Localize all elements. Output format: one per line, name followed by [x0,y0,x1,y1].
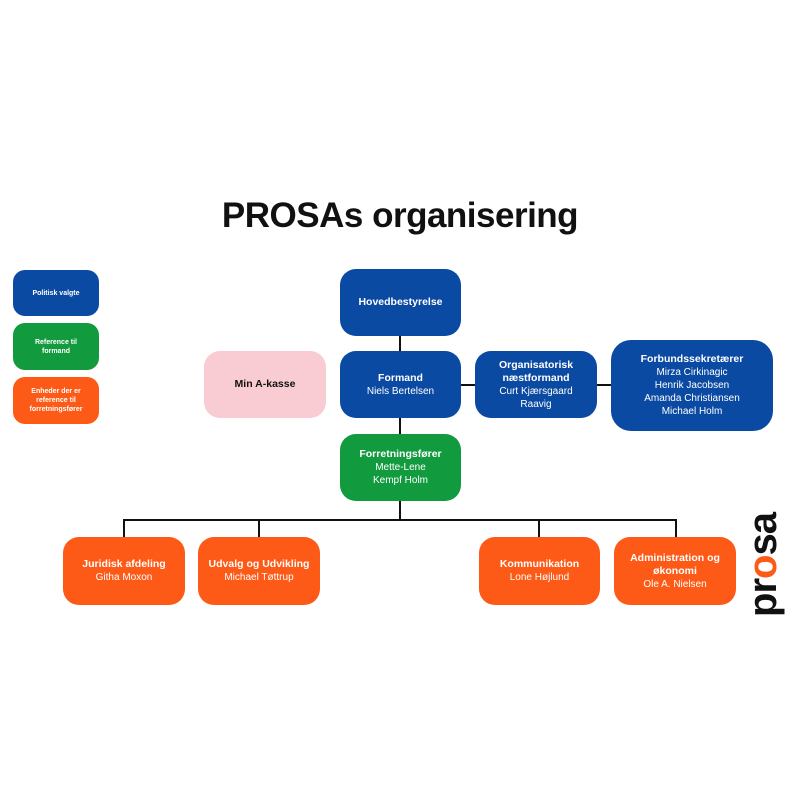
connector-horizontal-bus [123,519,677,521]
node-name: Administration og økonomi [630,551,720,577]
connector-formand-naestformand [460,384,476,386]
node-person: Githa Moxon [95,572,153,583]
node-person: Lone Højlund [509,572,570,583]
node-administration-og-okonomi: Administration og økonomi Ole A. Nielsen [614,537,736,605]
legend-politisk-valgte: Politisk valgte [13,270,99,316]
node-formand: Formand Niels Bertelsen [340,351,461,418]
node-naestformand: Organisatorisk næstformand Curt Kjærsgaa… [475,351,597,418]
page-title: PROSAs organisering [221,196,579,235]
logo-text-start: pr [741,578,785,617]
node-name: Min A-kasse [234,378,296,390]
logo-text-accent: o [741,555,785,579]
node-name: Formand [378,371,423,384]
node-person: Mette-Lene Kempf Holm [372,462,428,486]
connector-udvalg [258,519,260,537]
legend-reference-forretningsforer: Enheder der er reference til forretnings… [13,377,99,424]
node-hovedbestyrelse: Hovedbestyrelse [340,269,461,336]
connector-forretningsforer-down [399,501,401,520]
connector-naestformand-sekretaerer [596,384,612,386]
node-name: Kommunikation [499,558,580,570]
node-name: Forretningsfører [359,448,442,460]
connector-administration [675,519,677,537]
connector-formand-forretningsforer [399,418,401,434]
node-forbundssekretaerer: Forbundssekretærer Mirza Cirkinagic Henr… [611,340,773,431]
node-name: Hovedbestyrelse [358,296,443,308]
legend-label: Enheder der er reference til forretnings… [29,388,83,413]
node-person: Michael Holm [661,406,723,417]
node-name: Forbundssekretærer [640,353,744,365]
legend-label: Politisk valgte [32,289,80,297]
node-person: Curt Kjærsgaard Raavig [499,385,573,410]
prosa-logo: prosa [741,490,785,640]
node-person: Michael Tøttrup [224,572,294,583]
legend-reference-formand: Reference til formand [13,323,99,370]
node-udvalg-og-udvikling: Udvalg og Udvikling Michael Tøttrup [198,537,320,605]
node-min-a-kasse: Min A-kasse [204,351,326,418]
logo-text-end: sa [741,513,785,556]
node-juridisk-afdeling: Juridisk afdeling Githa Moxon [63,537,185,605]
connector-kommunikation [538,519,540,537]
node-person: Amanda Christiansen [644,393,740,404]
node-name: Juridisk afdeling [82,558,166,570]
connector-hovedbestyrelse-formand [399,336,401,352]
connector-juridisk [123,519,125,537]
node-person: Niels Bertelsen [366,385,435,397]
node-person: Mirza Cirkinagic [656,367,728,378]
node-person: Ole A. Nielsen [643,578,707,590]
node-person: Henrik Jacobsen [654,380,730,391]
node-name: Udvalg og Udvikling [208,558,310,570]
node-kommunikation: Kommunikation Lone Højlund [479,537,600,605]
legend-label: Reference til formand [34,338,78,355]
node-forretningsforer: Forretningsfører Mette-Lene Kempf Holm [340,434,461,501]
node-name: Organisatorisk næstformand [498,358,574,384]
